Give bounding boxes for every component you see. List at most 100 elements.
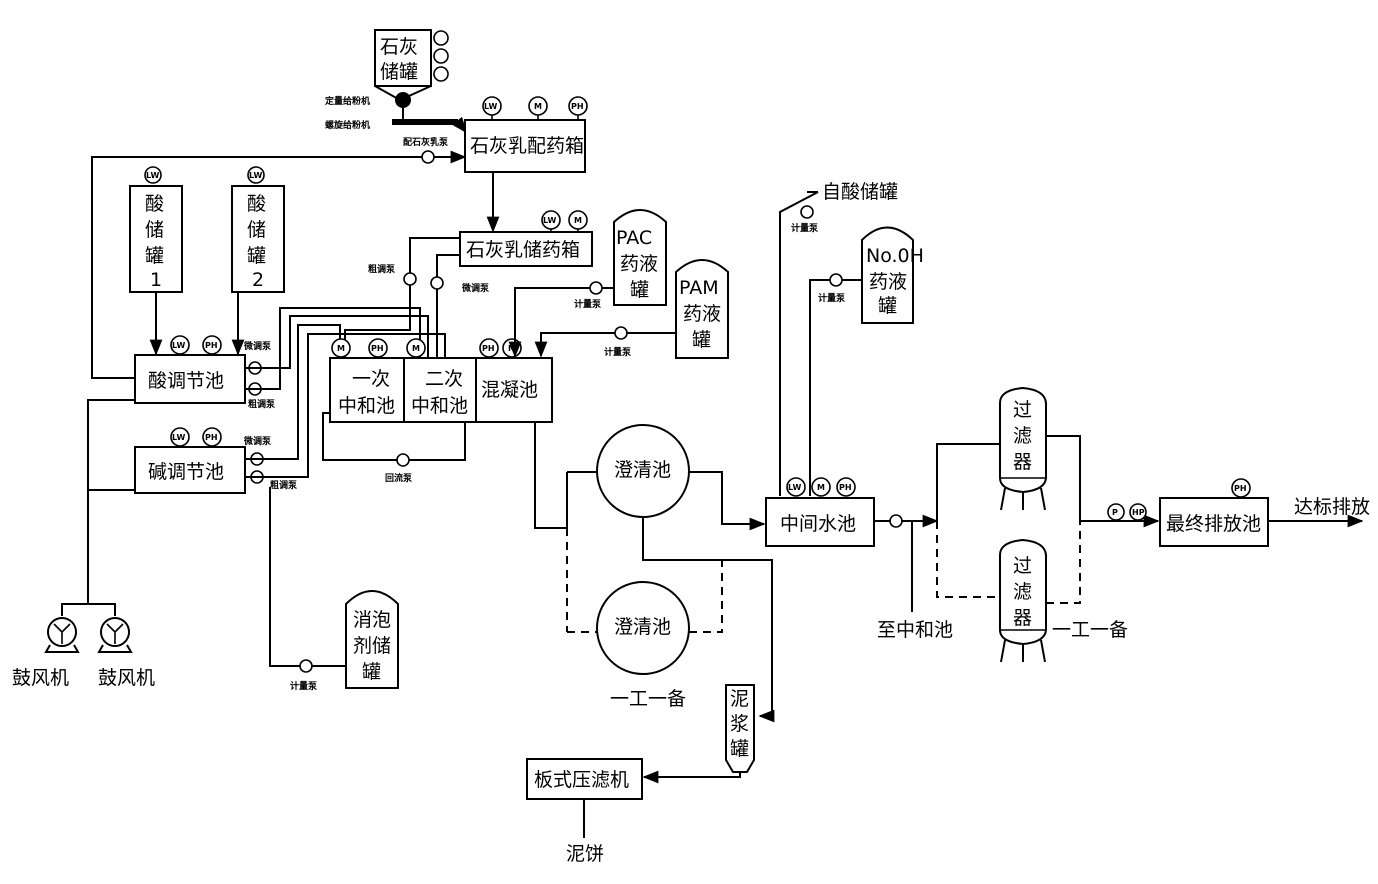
return-pump-icon	[396, 453, 410, 467]
acid-tank-2: 酸 储 罐 2 LW	[231, 166, 285, 293]
svg-text:PH: PH	[205, 433, 218, 442]
lime-storage-silo: 石灰 储罐	[374, 29, 449, 108]
svg-text:过: 过	[1013, 399, 1032, 421]
clarifier-2-label: 澄清池	[614, 616, 671, 638]
sludge-tank: 泥 浆 罐	[725, 684, 755, 773]
svg-text:酸: 酸	[247, 193, 266, 215]
first-neutralization-label: 一次	[352, 368, 390, 390]
svg-text:中和池: 中和池	[338, 395, 395, 417]
svg-text:No.0H: No.0H	[866, 245, 924, 267]
blower-2: 鼓风机	[97, 617, 155, 689]
level-indicator-icon	[433, 66, 449, 82]
lime-milk-storage-tank: 石灰乳储药箱 LW M	[459, 210, 593, 267]
discharge-label: 达标排放	[1294, 496, 1370, 518]
screw-feeder-icon	[392, 119, 458, 125]
filter-2: 过 滤 器	[999, 538, 1047, 663]
svg-text:器: 器	[1013, 607, 1032, 629]
lime-milk-mix-tank: 石灰乳配药箱	[464, 119, 586, 173]
svg-text:药液: 药液	[683, 303, 721, 325]
fine-pump-icon	[430, 276, 444, 290]
svg-text:LW: LW	[172, 433, 185, 442]
svg-text:滤: 滤	[1013, 581, 1032, 603]
svg-text:PH: PH	[482, 344, 495, 353]
level-indicator-icon	[433, 48, 449, 64]
blower-1: 鼓风机	[12, 617, 80, 689]
intermediate-pool: 中间水池 LW M PH	[765, 477, 875, 547]
svg-text:1: 1	[150, 269, 162, 291]
svg-text:PAM: PAM	[679, 277, 719, 299]
svg-text:罐: 罐	[692, 329, 711, 351]
return-pump-label: 回流泵	[385, 472, 413, 484]
svg-text:M: M	[534, 102, 542, 111]
pac-tank: PAC 药液 罐	[613, 209, 667, 306]
final-discharge-tank: 最终排放池 PH	[1159, 478, 1269, 547]
filter-1: 过 滤 器	[999, 386, 1047, 511]
svg-text:罐: 罐	[145, 245, 164, 267]
svg-text:粗调泵: 粗调泵	[270, 479, 298, 491]
coagulation-tank-label: 混凝池	[481, 379, 538, 401]
svg-text:2: 2	[252, 269, 264, 291]
svg-text:药液: 药液	[869, 271, 907, 293]
svg-text:计量泵: 计量泵	[791, 222, 819, 234]
svg-text:P: P	[1112, 508, 1118, 517]
svg-text:LW: LW	[484, 102, 497, 111]
clarifier-1-label: 澄清池	[614, 459, 671, 481]
quant-feeder-label: 定量给粉机	[324, 95, 370, 107]
blower-2-label: 鼓风机	[98, 667, 155, 689]
svg-text:一工一备: 一工一备	[1052, 619, 1128, 641]
svg-text:微调泵: 微调泵	[243, 435, 272, 447]
blower-1-label: 鼓风机	[12, 667, 69, 689]
level-indicator-icon	[433, 30, 449, 46]
alkali-adjust-tank: 碱调节池 LW PH	[134, 427, 246, 494]
svg-text:计量泵: 计量泵	[818, 292, 846, 304]
intermediate-pool-label: 中间水池	[780, 513, 856, 535]
coarse-pump-label: 粗调泵	[368, 263, 396, 275]
lime-storage-label-2: 储罐	[380, 61, 418, 83]
coarse-pump-icon	[403, 272, 417, 286]
second-neutralization-label: 二次	[425, 368, 463, 390]
svg-text:M: M	[412, 344, 420, 353]
svg-text:罐: 罐	[247, 245, 266, 267]
metering-pump-icon	[829, 273, 843, 287]
metering-pump-icon	[614, 326, 628, 340]
svg-text:酸: 酸	[145, 193, 164, 215]
svg-text:HP: HP	[1132, 508, 1145, 517]
svg-text:器: 器	[1013, 451, 1032, 473]
svg-text:计量泵: 计量泵	[604, 346, 632, 358]
svg-text:LW: LW	[788, 483, 801, 492]
svg-text:M: M	[817, 483, 825, 492]
alkali-adjust-tank-label: 碱调节池	[148, 461, 224, 483]
svg-text:储: 储	[145, 219, 164, 241]
svg-text:罐: 罐	[630, 279, 649, 301]
svg-text:罐: 罐	[878, 295, 897, 317]
defoamer-tank: 消泡 剂储 罐	[345, 590, 399, 689]
neutralization-block: 一次 中和池 二次 中和池 混凝池 M PH M PH M	[329, 338, 553, 423]
svg-text:LW: LW	[543, 216, 556, 225]
svg-text:PH: PH	[205, 341, 218, 350]
lime-milk-storage-tank-label: 石灰乳储药箱	[466, 239, 580, 261]
clarifier-2: 澄清池	[596, 581, 690, 675]
fine-pump-label: 微调泵	[461, 282, 490, 294]
svg-text:浆: 浆	[730, 713, 749, 735]
svg-text:储: 储	[247, 219, 266, 241]
svg-text:M: M	[337, 344, 345, 353]
svg-text:消泡: 消泡	[353, 609, 391, 631]
metering-pump-icon	[299, 659, 313, 673]
screw-feeder-label: 螺旋给粉机	[325, 119, 370, 131]
svg-text:粗调泵: 粗调泵	[248, 398, 276, 410]
svg-text:过: 过	[1013, 555, 1032, 577]
sludge-cake-label: 泥饼	[566, 843, 604, 865]
mix-tank-instruments: LW M PH	[482, 96, 588, 120]
svg-text:一工一备: 一工一备	[610, 688, 686, 710]
svg-text:滤: 滤	[1013, 425, 1032, 447]
svg-text:罐: 罐	[730, 738, 749, 760]
final-discharge-label: 最终排放池	[1166, 513, 1261, 535]
metering-pump-icon	[800, 205, 814, 219]
svg-text:计量泵: 计量泵	[290, 680, 318, 692]
to-neutralization-label: 至中和池	[877, 619, 953, 641]
acid-adjust-tank-label: 酸调节池	[148, 370, 224, 392]
svg-text:PH: PH	[839, 483, 852, 492]
metering-pump-icon	[589, 281, 603, 295]
rotary-valve-icon	[395, 92, 411, 108]
